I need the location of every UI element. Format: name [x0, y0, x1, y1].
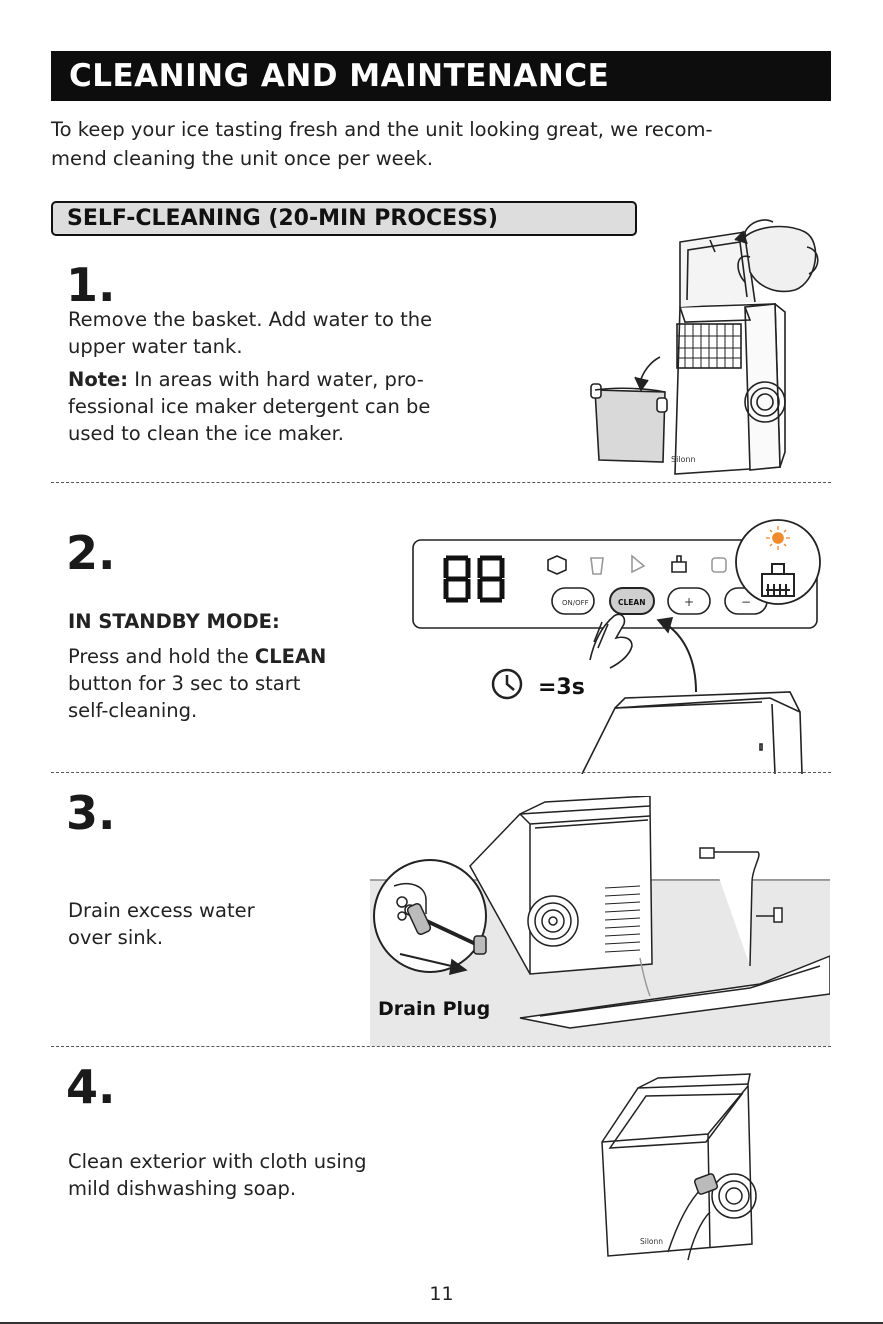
drain-plug-label: Drain Plug	[378, 998, 490, 1020]
step-2-line-1: Press and hold the CLEAN	[68, 643, 408, 670]
page-title: CLEANING AND MAINTENANCE	[51, 51, 831, 101]
cup-icon	[590, 557, 604, 575]
control-panel-illustration: ON/OFF CLEAN + − =3s	[412, 519, 821, 774]
digit-display	[443, 555, 505, 603]
step-1-line-1: Remove the basket. Add water to the	[68, 308, 433, 331]
note-label: Note:	[68, 368, 129, 391]
ice-cube-icon	[547, 555, 567, 575]
step-2-line-2: button for 3 sec to start	[68, 672, 301, 695]
step-3-number: 3.	[66, 786, 116, 840]
step-4-line-2: mild dishwashing soap.	[68, 1177, 297, 1200]
step-2-clean-label: CLEAN	[254, 645, 327, 668]
step-2-line-3: self-cleaning.	[68, 699, 198, 722]
clean-button-label: CLEAN	[618, 598, 646, 607]
section-title: SELF-CLEANING (20-MIN PROCESS)	[51, 201, 637, 236]
intro-text: To keep your ice tasting fresh and the u…	[51, 115, 841, 173]
intro-line-1: To keep your ice tasting fresh and the u…	[51, 118, 713, 141]
clean-brush-icon	[671, 555, 687, 573]
note-line-2: fessional ice maker detergent can be	[68, 395, 431, 418]
step-3-line-1: Drain excess water	[68, 899, 255, 922]
step-4-text: Clean exterior with cloth using mild dis…	[68, 1148, 488, 1202]
timer-icon	[711, 557, 727, 573]
bottom-rule	[0, 1322, 883, 1324]
step-1-line-2: upper water tank.	[68, 335, 243, 358]
step-2-text: IN STANDBY MODE: Press and hold the CLEA…	[68, 608, 408, 724]
scoop-icon	[631, 554, 646, 574]
drain-illustration: Drain Plug	[370, 796, 830, 1046]
divider-3	[51, 1046, 831, 1047]
step-3-line-2: over sink.	[68, 926, 164, 949]
note-line-1: In areas with hard water, pro-	[128, 368, 424, 391]
note-line-3: used to clean the ice maker.	[68, 422, 345, 445]
step-4-line-1: Clean exterior with cloth using	[68, 1150, 367, 1173]
intro-line-2: mend cleaning the unit once per week.	[51, 147, 434, 170]
step-1-note: Note: In areas with hard water, pro-	[68, 366, 548, 393]
step-4-brand: Silonn	[640, 1237, 663, 1246]
step-1-brand: Silonn	[671, 455, 696, 464]
step-1-text: Remove the basket. Add water to the uppe…	[68, 306, 548, 447]
ice-maker-open-illustration: Silonn	[590, 219, 819, 475]
page-number: 11	[429, 1283, 454, 1305]
step-3-text: Drain excess water over sink.	[68, 897, 368, 951]
divider-2	[51, 772, 831, 773]
step-2-number: 2.	[66, 526, 116, 580]
ice-maker-wipe-illustration: Silonn	[601, 1073, 757, 1261]
step-2-mode: IN STANDBY MODE:	[68, 610, 280, 633]
timer-label: =3s	[538, 675, 585, 700]
divider-1	[51, 482, 831, 483]
step-1-number: 1.	[66, 258, 116, 312]
on-off-button-label: ON/OFF	[562, 599, 589, 607]
step-2-line-1-text: Press and hold the	[68, 645, 255, 668]
step-4-number: 4.	[66, 1060, 116, 1114]
plus-button-label: +	[684, 595, 694, 609]
minus-button-label: −	[741, 595, 751, 609]
